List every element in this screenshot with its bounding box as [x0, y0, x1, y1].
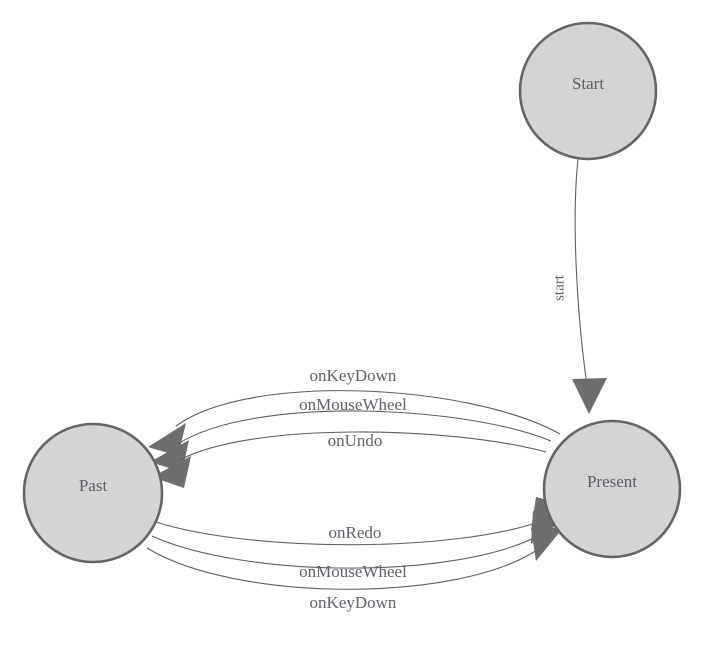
edge-past-present-onkeydown-path: [146, 547, 541, 590]
edge-label-present-past-onmousewheel: onMouseWheel: [299, 395, 407, 414]
node-past[interactable]: Past: [22, 422, 164, 564]
edge-label-present-past-onkeydown: onKeyDown: [310, 366, 397, 385]
edge-present-past-onkeydown-path: [175, 390, 561, 435]
edge-past-present-onredo-path: [155, 520, 543, 546]
edge-label-past-present-onmousewheel: onMouseWheel: [299, 562, 407, 581]
edge-past-present-onmousewheel-path: [151, 534, 541, 569]
node-past-circle[interactable]: [22, 422, 164, 564]
edge-label-start: start: [551, 274, 567, 301]
edge-start-arrowhead: [572, 378, 607, 414]
edge-label-past-present-onkeydown: onKeyDown: [310, 593, 397, 612]
edge-past-present-onkeydown[interactable]: [146, 528, 563, 590]
edge-start[interactable]: [572, 158, 607, 414]
node-start[interactable]: Start: [518, 21, 658, 161]
edge-past-present-onkeydown-arrowhead: [531, 528, 563, 561]
edge-label-present-past-onundo: onUndo: [328, 431, 383, 450]
node-present[interactable]: Present: [542, 419, 682, 559]
node-past-label: Past: [79, 476, 108, 495]
node-start-label: Start: [572, 74, 604, 93]
edge-label-past-present-onredo: onRedo: [329, 523, 382, 542]
edge-present-past-onmousewheel-path: [177, 410, 552, 445]
node-present-label: Present: [587, 472, 637, 491]
edge-present-past-onundo-path: [179, 431, 547, 461]
node-start-circle[interactable]: [518, 21, 658, 161]
node-present-circle[interactable]: [542, 419, 682, 559]
edge-start-path: [574, 158, 590, 399]
